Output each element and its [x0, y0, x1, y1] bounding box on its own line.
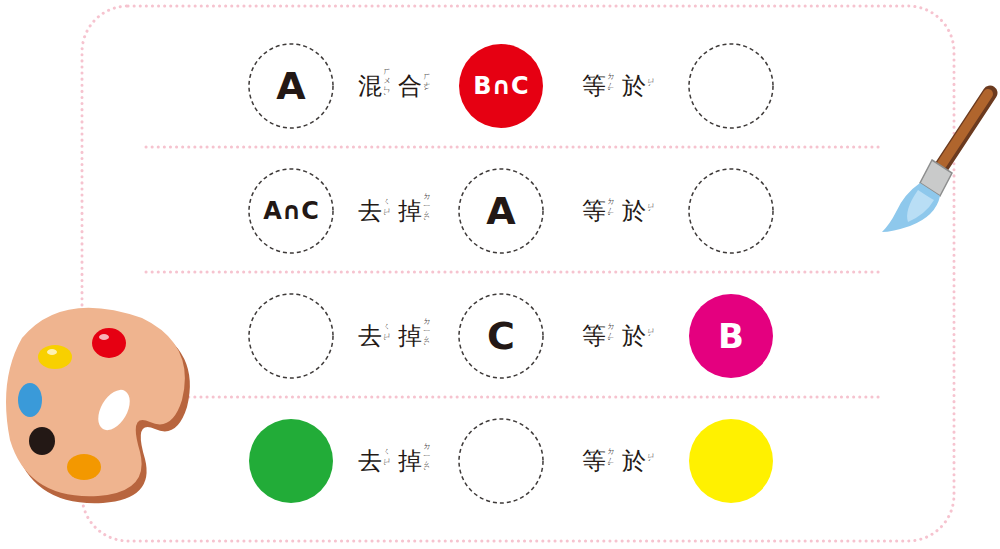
set-label: C	[487, 317, 515, 355]
zhuyin-annotation: ㄩˊ	[647, 202, 655, 220]
dotted-frame	[82, 6, 954, 541]
paint-palette	[6, 308, 190, 504]
word-character: 等	[582, 324, 606, 348]
zhuyin-annotation: ㄉㄥˇ	[607, 73, 615, 99]
word-character: 掉	[398, 199, 422, 223]
word-character: 等	[582, 74, 606, 98]
set-label: B∩C	[473, 74, 528, 98]
word-character: 於	[622, 74, 646, 98]
row-separators	[146, 147, 880, 397]
word-character: 於	[622, 199, 646, 223]
zhuyin-annotation: ㄑㄩˋ	[383, 323, 391, 349]
empty-circles	[249, 44, 773, 503]
word-character: 等	[582, 199, 606, 223]
zhuyin-annotation: ㄩˊ	[647, 327, 655, 345]
word-character: 掉	[398, 449, 422, 473]
set-label: A∩C	[263, 199, 319, 223]
color-circle: B	[687, 292, 775, 380]
zhuyin-annotation: ㄑㄩˋ	[383, 198, 391, 224]
word-character: 去	[358, 199, 382, 223]
set-circle: A	[247, 42, 335, 130]
set-circle: A	[457, 167, 545, 255]
set-circle: A∩C	[247, 167, 335, 255]
set-label: B	[718, 319, 744, 353]
paint-brush	[882, 93, 990, 232]
zhuyin-annotation: ㄉㄥˇ	[607, 323, 615, 349]
zhuyin-annotation: ㄉㄧㄠˋ	[423, 318, 431, 353]
zhuyin-annotation: ㄑㄩˋ	[383, 448, 391, 474]
zhuyin-annotation: ㄉㄧㄠˋ	[423, 193, 431, 228]
zhuyin-annotation: ㄏㄨㄣˋ	[383, 68, 391, 103]
word-character: 去	[358, 449, 382, 473]
set-circle: C	[457, 292, 545, 380]
zhuyin-annotation: ㄩˊ	[647, 77, 655, 95]
zhuyin-annotation: ㄉㄧㄠˋ	[423, 443, 431, 478]
yellow-circle	[689, 419, 773, 503]
green-circle	[249, 419, 333, 503]
color-circle: B∩C	[457, 42, 545, 130]
set-label: A	[276, 67, 305, 105]
word-character: 等	[582, 449, 606, 473]
word-character: 合	[398, 74, 422, 98]
word-character: 於	[622, 324, 646, 348]
zhuyin-annotation: ㄩˊ	[647, 452, 655, 470]
zhuyin-annotation: ㄉㄥˇ	[607, 448, 615, 474]
zhuyin-annotation: ㄏㄜˊ	[423, 73, 431, 99]
zhuyin-annotation: ㄉㄥˇ	[607, 198, 615, 224]
word-character: 混	[358, 74, 382, 98]
word-character: 掉	[398, 324, 422, 348]
word-character: 於	[622, 449, 646, 473]
set-label: A	[486, 192, 515, 230]
word-character: 去	[358, 324, 382, 348]
